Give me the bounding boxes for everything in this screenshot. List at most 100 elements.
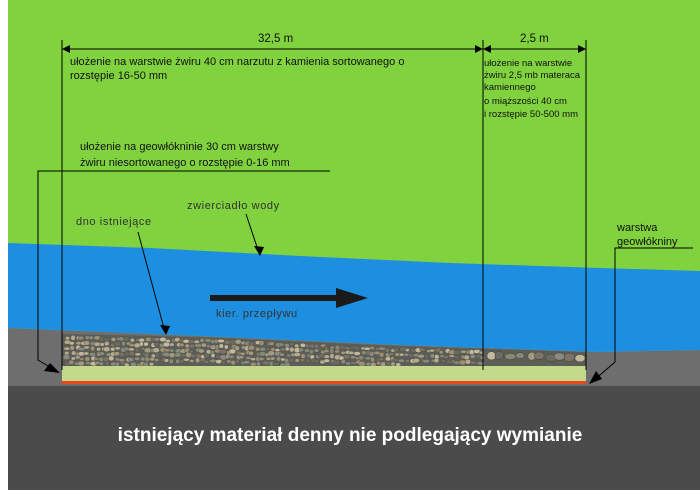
gravel-stone (193, 339, 200, 344)
gravel-stone (70, 356, 76, 361)
gravel-stone (68, 341, 75, 346)
gravel-stone (200, 342, 207, 348)
gravel-stone (115, 361, 120, 367)
gravel-stone (113, 351, 120, 357)
gravel-stone (79, 357, 85, 361)
gravel-stone (270, 356, 276, 361)
leader-geotextile-arrowhead (589, 371, 602, 384)
gravel-stone (118, 358, 126, 363)
gravel-stone (108, 355, 115, 361)
gravel-stone (110, 347, 116, 352)
gravel-stone (272, 362, 280, 366)
gravel-stone (305, 358, 311, 363)
gravel-stone (313, 359, 320, 364)
gravel-stone (162, 352, 170, 357)
gravel-stone (247, 345, 255, 351)
bedrock-area (8, 386, 700, 490)
gravel-stone (218, 343, 224, 349)
gravel-stone (140, 356, 146, 362)
gravel-stone (259, 340, 265, 346)
geo-gravel-note-line2: żwiru niesortowanego o rozstępie 0-16 mm (80, 157, 290, 169)
gravel-stone (174, 337, 181, 343)
gravel-stone (179, 342, 185, 347)
gravel-stone (168, 352, 176, 358)
gravel-stone (314, 343, 319, 349)
leader-water-arrowhead (254, 246, 264, 256)
gravel-stone (68, 359, 75, 365)
gravel-stone (159, 337, 167, 343)
gravel-stone (210, 353, 216, 358)
gravel-stone (217, 339, 225, 344)
gravel-stone (84, 356, 91, 362)
gravel-stone (385, 347, 390, 353)
gravel-stone (121, 341, 126, 347)
gravel-stone (350, 355, 356, 360)
gravel-stone (394, 352, 400, 357)
gravel-stone (267, 350, 275, 357)
gravel-stone (313, 348, 320, 353)
gravel-stone (259, 346, 266, 352)
gravel-stone (188, 349, 195, 354)
gravel-stone (203, 360, 210, 364)
gravel-stone (262, 360, 270, 366)
gravel-stone (234, 339, 242, 345)
gravel-stone (255, 347, 261, 352)
gravel-stone (182, 358, 190, 362)
gravel-stone (395, 362, 402, 367)
dimension-main-label: 32,5 m (258, 33, 294, 45)
gravel-stone (299, 358, 306, 363)
gravel-stone (422, 359, 430, 364)
gravel-stone (124, 346, 129, 352)
gravel-stone (343, 354, 351, 360)
gravel-stone (469, 354, 476, 359)
gravel-stone (63, 346, 71, 351)
gravel-stone (224, 344, 229, 350)
gravel-stone (98, 351, 105, 356)
stones (62, 334, 586, 368)
geotextile-layer-label-line2: geowłókniny (617, 236, 678, 248)
mattress-stone (553, 352, 566, 361)
gravel-stone (127, 347, 135, 352)
gravel-stone (398, 358, 405, 363)
gravel-stone (293, 352, 301, 357)
gravel-stone (278, 342, 285, 347)
gravel-stone (378, 346, 386, 351)
gravel-stone (379, 352, 385, 358)
gravel-stone (153, 337, 161, 342)
gravel-stone (390, 361, 396, 367)
gravel-stone (190, 353, 196, 358)
gravel-stone (329, 353, 335, 359)
gravel-stone (334, 349, 341, 354)
gravel-stone (256, 361, 261, 367)
gravel-stone (143, 347, 152, 354)
gravel-stone (287, 357, 295, 363)
gravel-stone (250, 357, 257, 361)
gravel-stone (220, 360, 226, 365)
gravel-stone (378, 357, 384, 361)
water-surface-label: zwierciadło wody (187, 200, 280, 212)
gravel-stone (353, 345, 360, 351)
gravel-stone (164, 358, 170, 363)
mattress-note-line5: i rozstępie 50-500 mm (484, 109, 578, 120)
gravel-stone (285, 346, 290, 352)
gravel-stone (230, 360, 236, 366)
gravel-stone (429, 348, 435, 353)
gravel-stone (89, 352, 96, 357)
flow-arrow-head (336, 288, 368, 308)
mattress-note-line2: żwiru 2,5 mb materaca (484, 70, 581, 81)
gravel-note-line2: rozstępie 16-50 mm (70, 70, 168, 82)
bottom-caption: istniejący materiał denny nie podlegając… (117, 425, 583, 446)
gravel-stone (104, 341, 110, 347)
gravel-stone (128, 343, 135, 347)
dimension-side-label: 2,5 m (520, 33, 549, 45)
gravel-stone (463, 354, 470, 360)
mattress-stone (574, 354, 586, 363)
gravel-stone (393, 347, 399, 353)
gravel-stone (75, 341, 82, 346)
gravel-stone (353, 351, 361, 356)
gravel-stone (128, 351, 135, 357)
gravel-stone (347, 351, 355, 355)
geo-gravel-note-line1: ułożenie na geowłókninie 30 cm warstwy (80, 141, 279, 153)
gravel-stone (405, 359, 410, 364)
